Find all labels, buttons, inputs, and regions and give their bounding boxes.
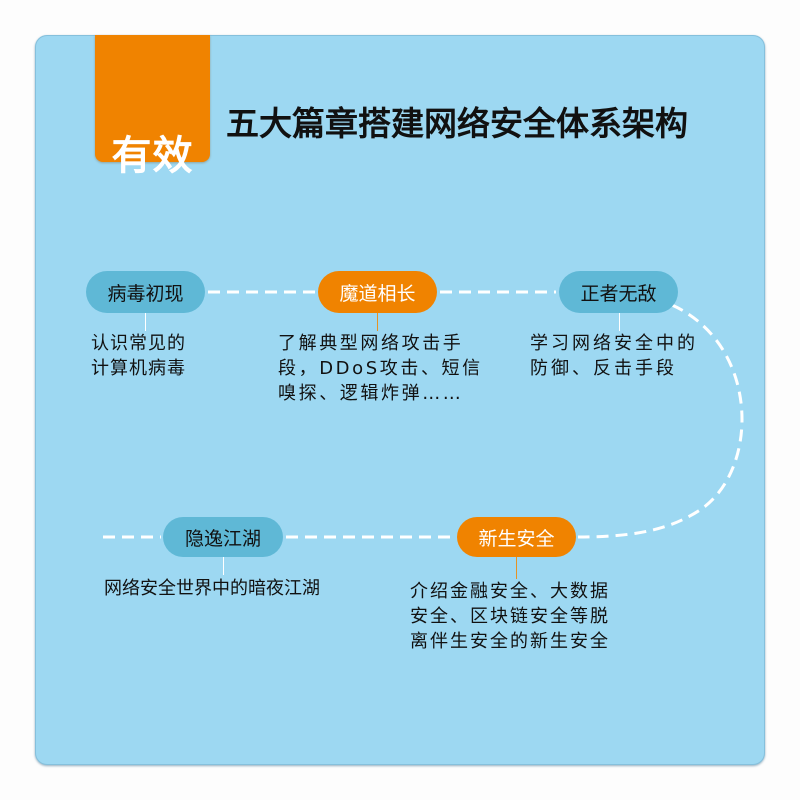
- chapter-description-2: 了解典型网络攻击手 段，DDoS攻击、短信 嗅探、逻辑炸弹……: [278, 333, 483, 404]
- chapter-description-3: 学习网络安全中的 防御、反击手段: [530, 333, 698, 379]
- connector-line: [516, 557, 517, 579]
- connector-line: [223, 557, 224, 575]
- chapter-pill-1: 病毒初现: [86, 271, 205, 313]
- chapter-pill-2: 魔道相长: [318, 271, 437, 313]
- badge-tab: 有效: [95, 35, 210, 179]
- connector-line: [619, 313, 620, 331]
- page-title: 五大篇章搭建网络安全体系架构: [226, 104, 688, 143]
- chapter-label: 正者无敌: [580, 282, 657, 305]
- chapter-label: 隐逸江湖: [184, 527, 261, 550]
- chapter-label: 病毒初现: [107, 282, 184, 305]
- chapter-description-1: 认识常见的 计算机病毒: [91, 333, 186, 379]
- connector-line: [145, 313, 146, 331]
- chapter-description-4: 介绍金融安全、大数据 安全、区块链安全等脱 离伴生安全的新生安全: [410, 581, 610, 652]
- chapter-label: 魔道相长: [339, 282, 416, 305]
- badge-text: 有效: [111, 133, 194, 179]
- chapter-pill-3: 正者无敌: [559, 271, 678, 313]
- chapter-pill-5: 隐逸江湖: [163, 517, 283, 557]
- chapter-description-5: 网络安全世界中的暗夜江湖: [104, 578, 320, 599]
- chapter-pill-4: 新生安全: [457, 517, 576, 557]
- chapter-label: 新生安全: [478, 527, 555, 550]
- connector-line: [377, 313, 378, 331]
